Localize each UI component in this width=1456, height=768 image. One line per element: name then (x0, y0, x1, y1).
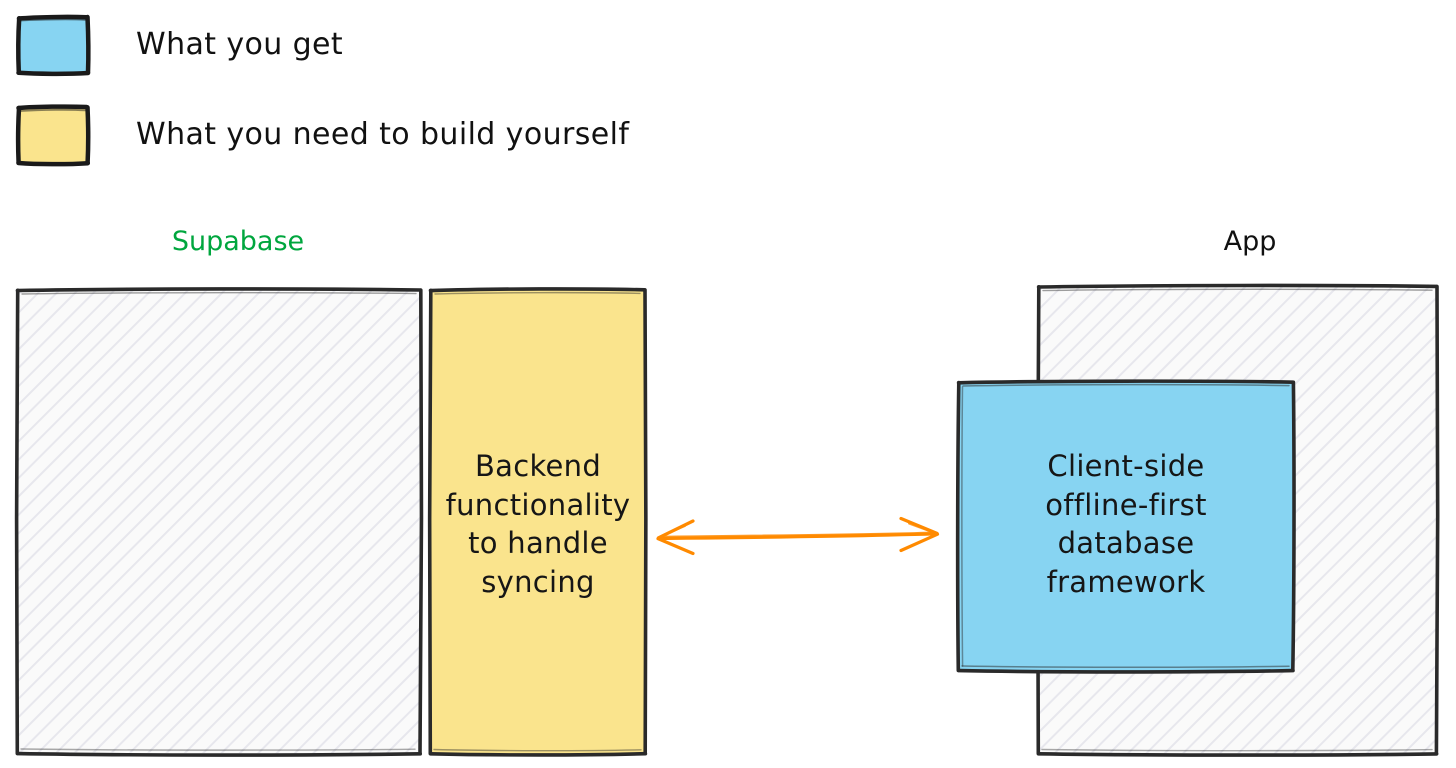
legend-item-what-you-get: What you get (16, 14, 344, 77)
sync-arrow[interactable] (645, 500, 950, 580)
legend-swatch-yellow (15, 104, 91, 167)
legend-item-what-you-need-to-build-yourself: What you need to build yourself (15, 104, 630, 167)
caption-app: App (1223, 226, 1277, 257)
supabase-platform-box[interactable] (10, 283, 430, 761)
backend-sync-box[interactable]: Backend functionality to handle syncing (424, 283, 652, 761)
legend-label-what-you-need-to-build-yourself: What you need to build yourself (136, 117, 630, 152)
legend-swatch-blue (16, 14, 91, 77)
client-db-box[interactable]: Client-side offline-first database frame… (951, 375, 1301, 678)
caption-supabase: Supabase (171, 226, 305, 257)
legend-label-what-you-get: What you get (136, 27, 344, 62)
